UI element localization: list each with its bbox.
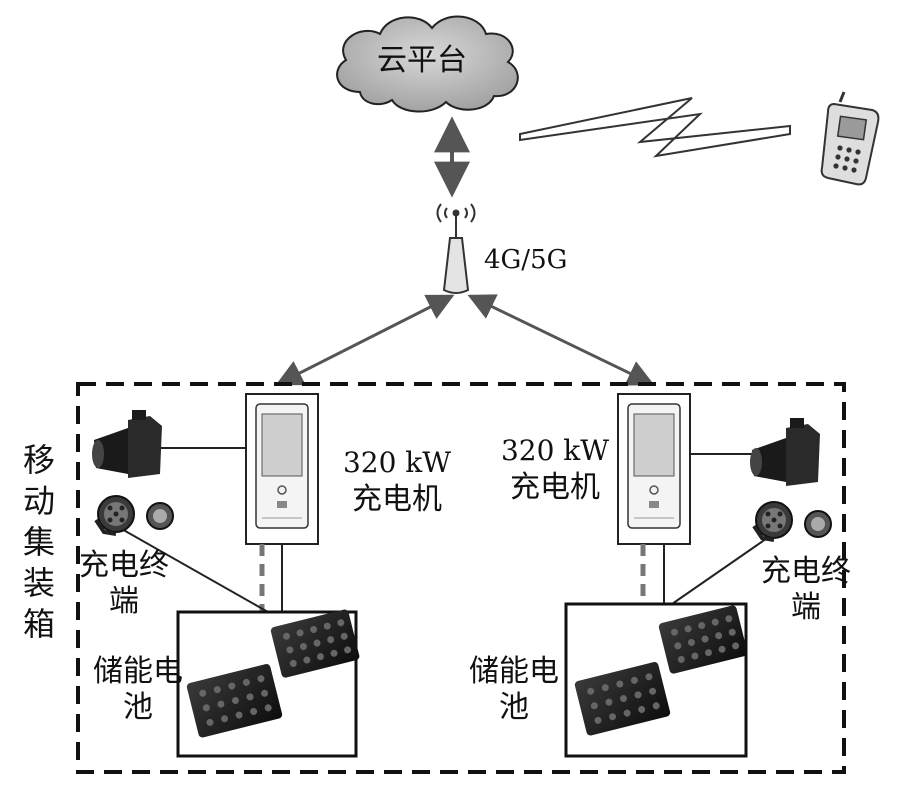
container-label: 移动集装箱: [22, 441, 55, 643]
antenna-icon: [436, 203, 476, 294]
network-label: 4G/5G: [484, 245, 568, 275]
terminal-link: [671, 531, 777, 605]
charger-right-label: 320 kW 充电机: [480, 434, 630, 505]
battery-pack-icon: [186, 664, 283, 738]
charger-left-name: 充电机: [352, 481, 442, 517]
battery-left-label: 储能电池: [93, 654, 183, 725]
charging-plug-icon: [752, 501, 832, 542]
charger-cabinet-icon: [245, 393, 319, 545]
container-border: [76, 382, 846, 774]
battery-right-label: 储能电池: [469, 654, 559, 725]
camera-icon: [92, 410, 162, 478]
terminal-link: [119, 527, 269, 613]
mobile-phone-icon: [820, 91, 880, 186]
battery-pack-icon: [270, 609, 360, 678]
charger-right-power: 320 kW: [500, 434, 610, 467]
cloud-platform-label: 云平台: [377, 43, 467, 78]
terminal-left-label: 充电终端: [79, 548, 169, 619]
charger-left-power: 320 kW: [342, 446, 452, 479]
charger-cabinet-icon: [617, 393, 691, 545]
charger-right-name: 充电机: [510, 469, 600, 505]
camera-icon: [750, 418, 820, 486]
battery-pack-icon: [574, 662, 671, 736]
lightning-link-icon: [519, 97, 791, 158]
charger-left-label: 320 kW 充电机: [322, 446, 472, 517]
battery-pack-icon: [658, 605, 748, 674]
cloud-icon: [336, 15, 519, 113]
terminal-right-label: 充电终端: [761, 554, 851, 625]
charging-plug-icon: [94, 495, 174, 536]
antenna-charger-left-link: [275, 294, 455, 386]
antenna-charger-right-link: [467, 294, 655, 386]
